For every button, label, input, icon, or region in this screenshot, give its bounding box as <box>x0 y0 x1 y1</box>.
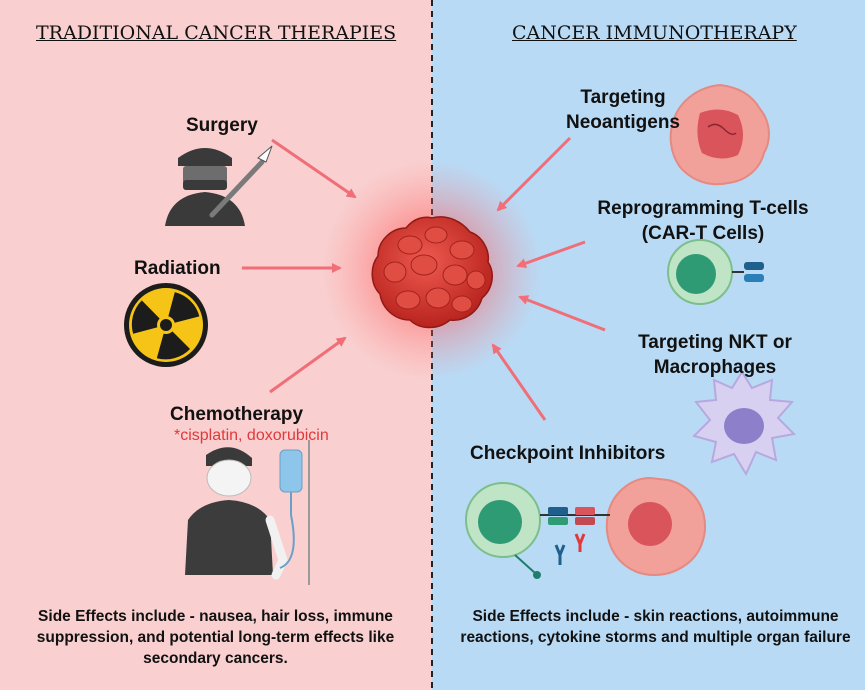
chemo-patient-icon <box>185 440 310 585</box>
neoantigens-line2: Neoantigens <box>565 112 681 133</box>
arrow-checkpoint <box>491 343 547 421</box>
car-t-cell-icon <box>667 239 764 305</box>
macrophage-icon <box>692 370 797 477</box>
neoantigens-line1: Targeting <box>580 87 666 108</box>
checkpoint-inhibitors-label: Checkpoint Inhibitors <box>470 443 666 464</box>
surgeon-icon <box>165 145 273 226</box>
nkt-macrophages-label: Targeting NKT or Macrophages <box>615 330 815 380</box>
traditional-therapies-title: TRADITIONAL CANCER THERAPIES <box>36 22 397 44</box>
tumor-icon <box>322 160 542 380</box>
cancer-cell-icon <box>669 83 770 186</box>
car-t-line1: Reprogramming T-cells <box>597 198 809 219</box>
chemo-examples: *cisplatin, doxorubicin <box>174 427 329 444</box>
arrow-chemotherapy <box>269 336 347 394</box>
radiation-label: Radiation <box>134 258 221 279</box>
immunotherapy-side-effects: Side Effects include - skin reactions, a… <box>460 608 851 646</box>
car-t-label: Reprogramming T-cells (CAR-T Cells) <box>588 196 818 246</box>
chemotherapy-label: Chemotherapy <box>170 404 304 425</box>
immunotherapy-title: CANCER IMMUNOTHERAPY <box>512 22 797 44</box>
neoantigens-label: Targeting Neoantigens <box>553 85 693 135</box>
checkpoint-interaction-icon <box>465 476 706 579</box>
arrow-surgery <box>271 138 357 199</box>
nkt-line2: Macrophages <box>653 357 777 378</box>
traditional-side-effects: Side Effects include - nausea, hair loss… <box>36 608 395 667</box>
nkt-line1: Targeting NKT or <box>638 332 792 353</box>
radiation-icon <box>124 283 208 367</box>
surgery-label: Surgery <box>186 115 258 136</box>
car-t-line2: (CAR-T Cells) <box>641 223 765 244</box>
